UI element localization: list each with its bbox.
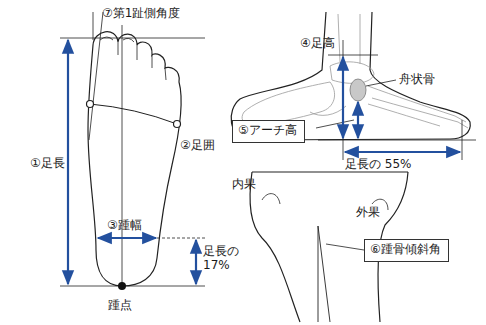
part-label: 内果 (232, 177, 256, 191)
leader-line (326, 244, 364, 250)
reference-line (60, 38, 205, 39)
navicular-bone (350, 79, 366, 101)
foot-bones (242, 14, 468, 128)
part-label: 舟状骨 (399, 72, 435, 86)
toe-lines (100, 37, 166, 80)
dimension-label: 足長の 55% (345, 157, 412, 171)
dimension-arrow (67, 40, 69, 284)
label-box: ⑤アーチ高 (232, 120, 305, 143)
box-text: ⑤アーチ高 (238, 123, 299, 137)
reference-line (462, 120, 463, 160)
center-line (122, 25, 123, 286)
leader-line (366, 80, 396, 86)
heel-point (118, 282, 126, 290)
girth-line (90, 104, 177, 124)
dimension-arrow (345, 151, 460, 153)
dimension-arrow (98, 237, 156, 239)
dimension-arrow (357, 102, 359, 138)
angle-label: ⑦第1趾側角度 (102, 6, 180, 20)
label-box: ⑥踵骨傾斜角 (364, 239, 449, 262)
part-label: 外果 (356, 205, 380, 219)
girth-point (87, 101, 94, 108)
box-text: ⑥踵骨傾斜角 (370, 242, 443, 256)
angle-line (93, 12, 94, 40)
axis-line (318, 226, 330, 322)
girth-point (174, 121, 181, 128)
foot-outline-top (88, 32, 181, 286)
dimension-arrow (342, 57, 344, 138)
leader-line (316, 120, 354, 128)
reference-line (60, 286, 205, 287)
dimension-label: ①足長 (30, 156, 65, 170)
dimension-arrow (195, 240, 197, 284)
angle-line (89, 12, 103, 140)
dimension-label: ③踵幅 (107, 218, 142, 232)
ground-line (318, 140, 476, 141)
axis-line (318, 226, 319, 322)
dimension-label: ④足高 (300, 36, 335, 50)
reference-line (157, 238, 205, 239)
dimension-label: ②足囲 (180, 138, 215, 152)
point-label: 踵点 (108, 298, 132, 312)
reference-line (328, 55, 378, 56)
reference-line (343, 40, 344, 160)
dimension-label: 足長の 17% (203, 244, 247, 273)
